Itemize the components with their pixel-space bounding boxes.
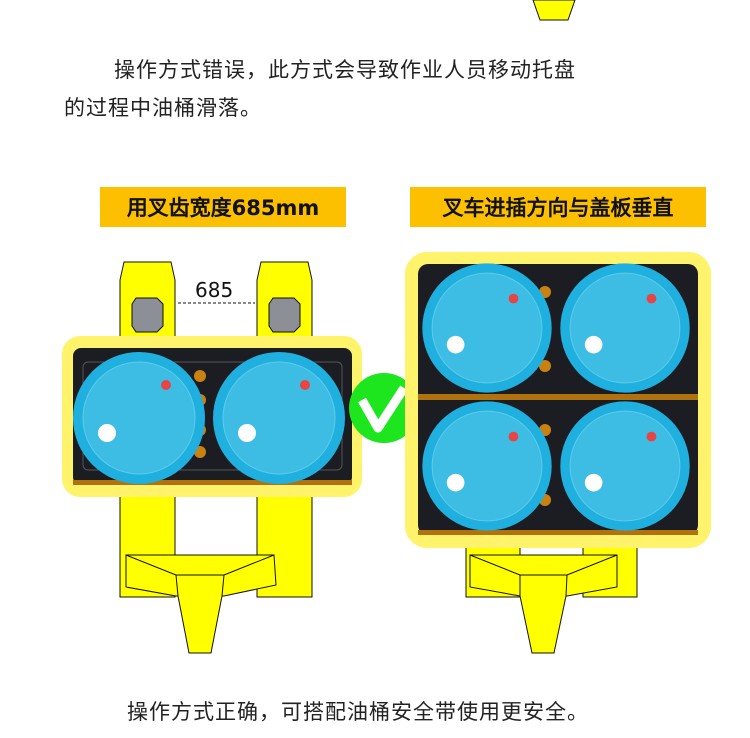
intro-line-2: 的过程中油桶滑落。 [64, 96, 262, 120]
drum [559, 262, 691, 394]
intro-line-1: 操作方式错误，此方式会导致作业人员移动托盘 [114, 58, 576, 82]
previous-forklift-tip [532, 0, 576, 21]
fork-width-dimension: 685 [195, 278, 234, 302]
drum [421, 262, 553, 394]
conclusion-text: 操作方式正确，可搭配油桶安全带使用更安全。 [127, 700, 589, 724]
drum [72, 351, 206, 485]
left-forklift [62, 261, 362, 654]
right-pallet [405, 252, 711, 548]
left-panel-label: 用叉齿宽度685mm [100, 187, 346, 227]
drum [559, 400, 691, 532]
checkmark-icon [349, 373, 419, 443]
right-panel-label: 叉车进插方向与盖板垂直 [410, 187, 706, 227]
drum [421, 400, 553, 532]
drum [212, 351, 346, 485]
left-pallet [62, 336, 362, 497]
right-forklift [405, 252, 711, 654]
